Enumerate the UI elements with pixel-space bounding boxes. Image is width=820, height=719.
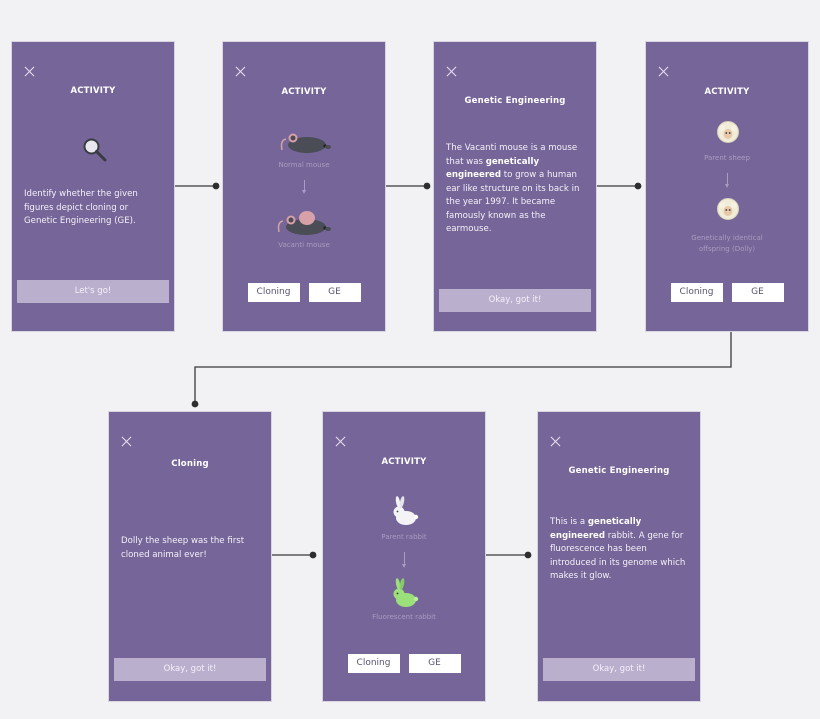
choice-row: Cloning GE	[646, 283, 808, 302]
text-plain: rabbit. A gene for fluorescence has been…	[550, 530, 686, 582]
arrow-down-icon	[725, 173, 729, 188]
choice-row: Cloning GE	[323, 654, 485, 673]
card-activity-intro: ACTIVITY Identify whether the given figu…	[11, 41, 175, 332]
ge-button[interactable]: GE	[408, 654, 461, 673]
card-title: ACTIVITY	[70, 86, 116, 96]
card-title: ACTIVITY	[381, 457, 427, 467]
text-plain: This is a	[550, 517, 588, 527]
magnifier-icon	[83, 138, 107, 162]
card-title: Cloning	[171, 459, 209, 469]
top-caption: Parent sheep	[704, 154, 750, 162]
card-body-text: The Vacanti mouse is a mouse that was ge…	[446, 142, 584, 237]
card-title: ACTIVITY	[704, 87, 750, 97]
card-body-text: Identify whether the given figures depic…	[24, 189, 138, 226]
okay-got-it-button[interactable]: Okay, got it!	[543, 658, 695, 681]
card-body-text: This is a genetically engineered rabbit.…	[550, 516, 688, 584]
card-cloning-info: Cloning Dolly the sheep was the first cl…	[108, 411, 272, 702]
arrow-down-icon	[302, 180, 306, 194]
close-icon[interactable]	[335, 436, 346, 447]
text-plain: The Vacanti mouse is a mouse that was	[446, 143, 578, 167]
card-activity-rabbit: ACTIVITY Parent rabbit Fluorescent rabbi…	[322, 411, 486, 702]
close-icon[interactable]	[550, 436, 561, 447]
card-title: Genetic Engineering	[464, 96, 566, 106]
cloning-button[interactable]: Cloning	[670, 283, 723, 302]
connector-dot	[634, 182, 642, 190]
normal-mouse-icon	[280, 133, 331, 153]
dolly-sheep-icon	[717, 198, 739, 220]
text-plain: to grow a human ear like structure on it…	[446, 170, 580, 234]
parent-sheep-icon	[717, 121, 739, 143]
close-icon[interactable]	[658, 66, 669, 77]
cloning-button[interactable]: Cloning	[347, 654, 400, 673]
close-icon[interactable]	[121, 436, 132, 447]
text-bold: genetically engineered	[446, 156, 540, 181]
card-activity-mouse: ACTIVITY Normal mouse Vacanti mouse Clon…	[222, 41, 386, 332]
top-caption: Parent rabbit	[381, 533, 427, 541]
card-activity-sheep: ACTIVITY Parent sheep Genetically identi…	[645, 41, 809, 332]
vacanti-mouse-icon	[277, 211, 331, 235]
text-bold: genetically engineered	[550, 517, 642, 541]
arrow-down-icon	[402, 552, 406, 568]
top-caption: Normal mouse	[278, 161, 330, 169]
connector-dot	[309, 551, 317, 559]
ge-button[interactable]: GE	[308, 283, 361, 302]
lets-go-button[interactable]: Let's go!	[17, 280, 169, 303]
connector-dot	[423, 182, 431, 190]
cloning-button[interactable]: Cloning	[247, 283, 300, 302]
card-genetic-engineering-mouse: Genetic Engineering The Vacanti mouse is…	[433, 41, 597, 332]
card-title: Genetic Engineering	[568, 466, 670, 476]
parent-rabbit-icon	[393, 496, 419, 525]
okay-got-it-button[interactable]: Okay, got it!	[439, 289, 591, 312]
card-genetic-engineering-rabbit: Genetic Engineering This is a geneticall…	[537, 411, 701, 702]
close-icon[interactable]	[24, 66, 35, 77]
ge-button[interactable]: GE	[731, 283, 784, 302]
card-title: ACTIVITY	[281, 87, 327, 97]
close-icon[interactable]	[235, 66, 246, 77]
connector-dot	[524, 551, 532, 559]
connector-dot	[191, 400, 199, 408]
fluorescent-rabbit-icon	[393, 578, 419, 607]
bottom-caption: Genetically identical offspring (Dolly)	[691, 234, 763, 253]
close-icon[interactable]	[446, 66, 457, 77]
bottom-caption: Fluorescent rabbit	[372, 613, 436, 621]
choice-row: Cloning GE	[223, 283, 385, 302]
connector-dot	[212, 182, 220, 190]
okay-got-it-button[interactable]: Okay, got it!	[114, 658, 266, 681]
card-body-text: Dolly the sheep was the first cloned ani…	[121, 536, 245, 560]
bottom-caption: Vacanti mouse	[278, 241, 330, 249]
